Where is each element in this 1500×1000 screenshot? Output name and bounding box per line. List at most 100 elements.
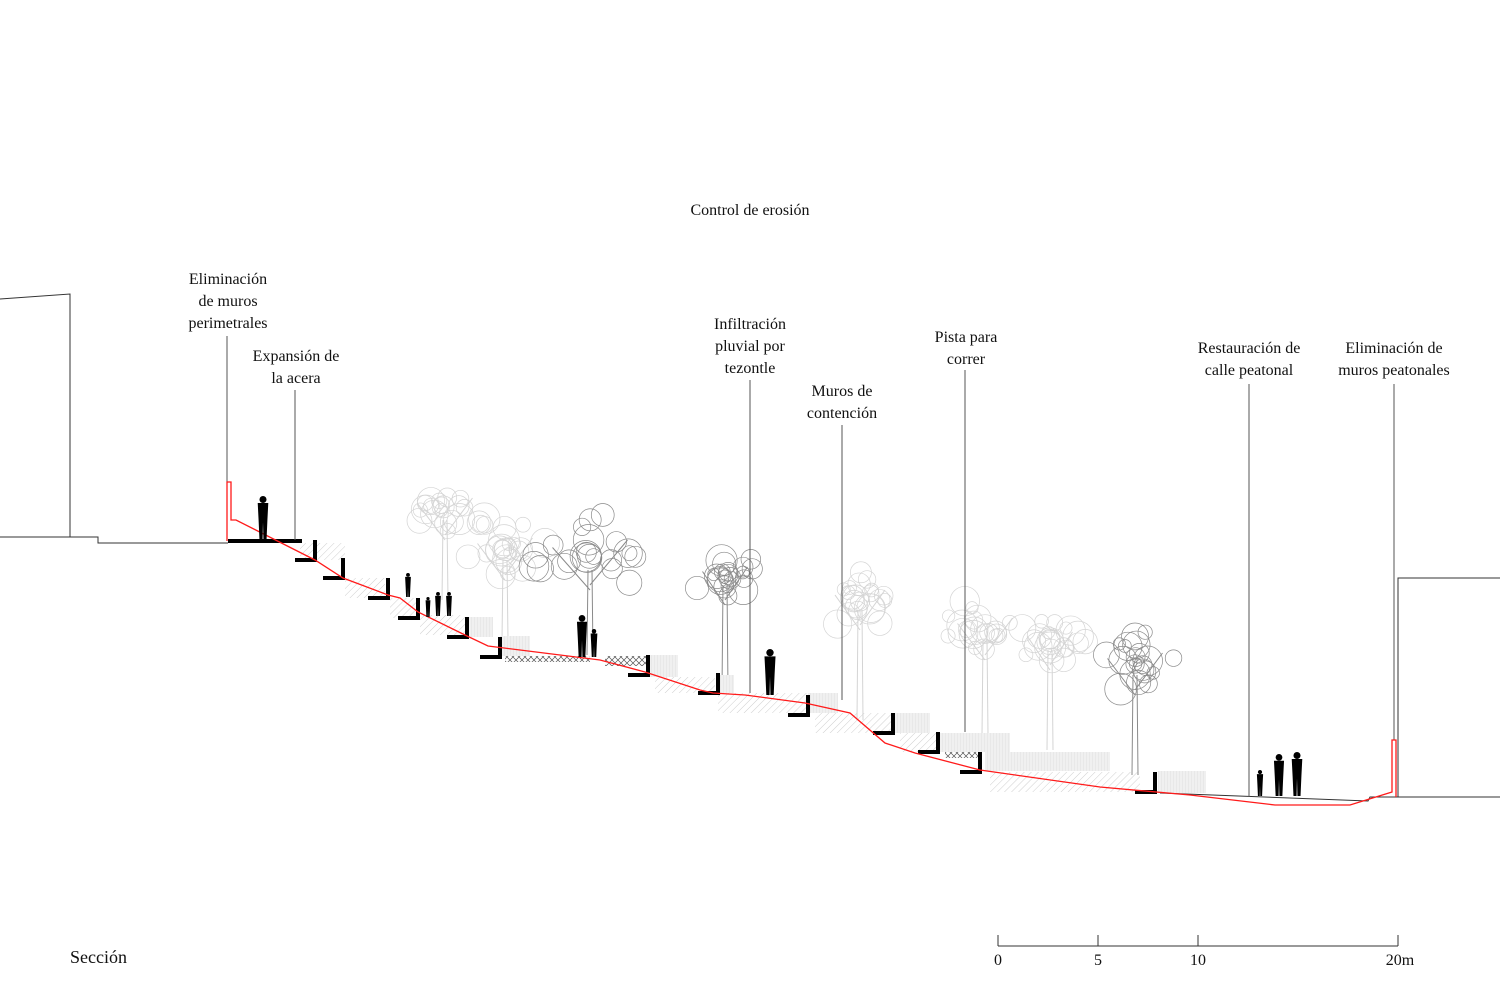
tree-foliage — [472, 514, 490, 533]
tree-foliage — [965, 601, 979, 615]
tree-foliage — [508, 537, 534, 562]
person-silhouette — [405, 573, 411, 597]
tree-foliage — [605, 531, 627, 553]
tree-foliage — [1129, 642, 1150, 664]
retaining-wall — [960, 752, 982, 774]
annotation-pista-correr: Pista para correr — [935, 327, 998, 371]
annotation-line: Eliminación — [188, 271, 268, 288]
person-head — [1293, 752, 1301, 760]
tree-foliage — [1055, 615, 1086, 646]
annotation-line: tezontle — [724, 360, 776, 377]
tree-foliage — [613, 538, 643, 568]
tree-foliage — [468, 502, 501, 535]
tree-foliage — [406, 507, 433, 534]
tree-foliage — [1034, 614, 1049, 629]
tree-foliage — [573, 517, 592, 536]
annotation-line: muros peatonales — [1338, 362, 1450, 379]
retaining-wall — [323, 558, 345, 580]
tree-foliage — [585, 548, 602, 565]
tree-foliage — [1139, 674, 1158, 694]
person-body — [435, 595, 441, 616]
tree-foliage — [990, 628, 1006, 643]
tree-foliage — [717, 563, 739, 585]
person-body — [257, 503, 269, 540]
annotation-muros-contencion: Muros de contención — [807, 381, 877, 425]
tree-foliage — [423, 497, 439, 514]
tree-foliage — [1104, 672, 1137, 706]
tree-foliage — [706, 567, 734, 595]
tree-foliage — [431, 492, 448, 509]
person-head — [406, 573, 410, 577]
tree-foliage — [736, 565, 750, 580]
tree-foliage — [740, 549, 762, 570]
tree-foliage — [1026, 623, 1053, 649]
annotation-line: Muros de — [811, 383, 873, 400]
left-ground — [0, 536, 228, 544]
tree-foliage — [466, 510, 492, 535]
tree-foliage — [1112, 637, 1126, 651]
tree-foliage — [1108, 645, 1138, 675]
fill-block — [1158, 771, 1206, 793]
person-body — [576, 621, 588, 657]
tree-foliage — [530, 528, 560, 558]
tree-foliage — [621, 545, 638, 562]
person-head — [259, 496, 267, 504]
tree-trunk — [1027, 631, 1073, 751]
annotation-eliminacion-muros-perimetrales: Eliminación de muros perimetrales — [188, 269, 267, 335]
tree-foliage — [578, 508, 602, 532]
tree-foliage — [868, 589, 891, 611]
leader-lines — [226, 336, 1395, 797]
tree-foliage — [492, 539, 513, 560]
tree — [455, 515, 560, 641]
tree-foliage — [571, 542, 603, 573]
annotation-restauracion-calle: Restauración de calle peatonal — [1198, 338, 1301, 382]
section-label: Sección — [70, 947, 127, 967]
tree-foliage — [572, 524, 605, 556]
person-body — [590, 633, 598, 657]
tree-foliage — [455, 498, 474, 517]
tree-trunk — [552, 539, 628, 656]
tree-foliage — [1121, 622, 1149, 651]
tree-foliage — [443, 503, 476, 535]
tree-foliage — [1137, 624, 1153, 640]
retaining-wall — [398, 598, 420, 620]
tree — [685, 544, 763, 691]
tree-foliage — [836, 582, 851, 597]
tree — [518, 503, 647, 656]
tree-foliage — [723, 571, 740, 587]
tree-foliage — [873, 585, 894, 606]
person-silhouette — [425, 597, 431, 617]
tree-foliage — [542, 534, 564, 556]
tree-foliage — [741, 558, 763, 580]
tree-foliage — [946, 609, 979, 642]
person-silhouette — [764, 649, 776, 695]
tree-foliage — [432, 496, 451, 514]
tree-foliage — [577, 543, 602, 569]
person-head — [1275, 754, 1283, 761]
fill-block — [720, 675, 734, 693]
tree — [940, 586, 1037, 736]
fill-block — [500, 636, 530, 656]
tree-foliage — [985, 623, 1008, 645]
tree-trunk — [1107, 652, 1163, 776]
fill-block — [985, 752, 1110, 771]
tree-foliage — [732, 556, 754, 578]
tree-foliage — [963, 604, 992, 633]
tree-foliage — [1038, 647, 1065, 674]
tree — [823, 561, 894, 721]
tree-foliage — [569, 540, 602, 573]
tree-foliage — [503, 546, 517, 560]
tree-foliage — [451, 489, 470, 508]
person-head — [447, 592, 451, 596]
fill-block — [900, 733, 940, 752]
trees — [406, 487, 1183, 776]
tree-foliage — [717, 569, 732, 584]
diagram-title: Control de erosión — [690, 202, 810, 219]
tree-foliage — [823, 609, 853, 639]
tree-foliage — [704, 563, 730, 589]
annotation-line: perimetrales — [188, 315, 268, 332]
tree-foliage — [842, 589, 866, 613]
tree-foliage — [1051, 647, 1076, 672]
tree-foliage — [501, 537, 516, 551]
